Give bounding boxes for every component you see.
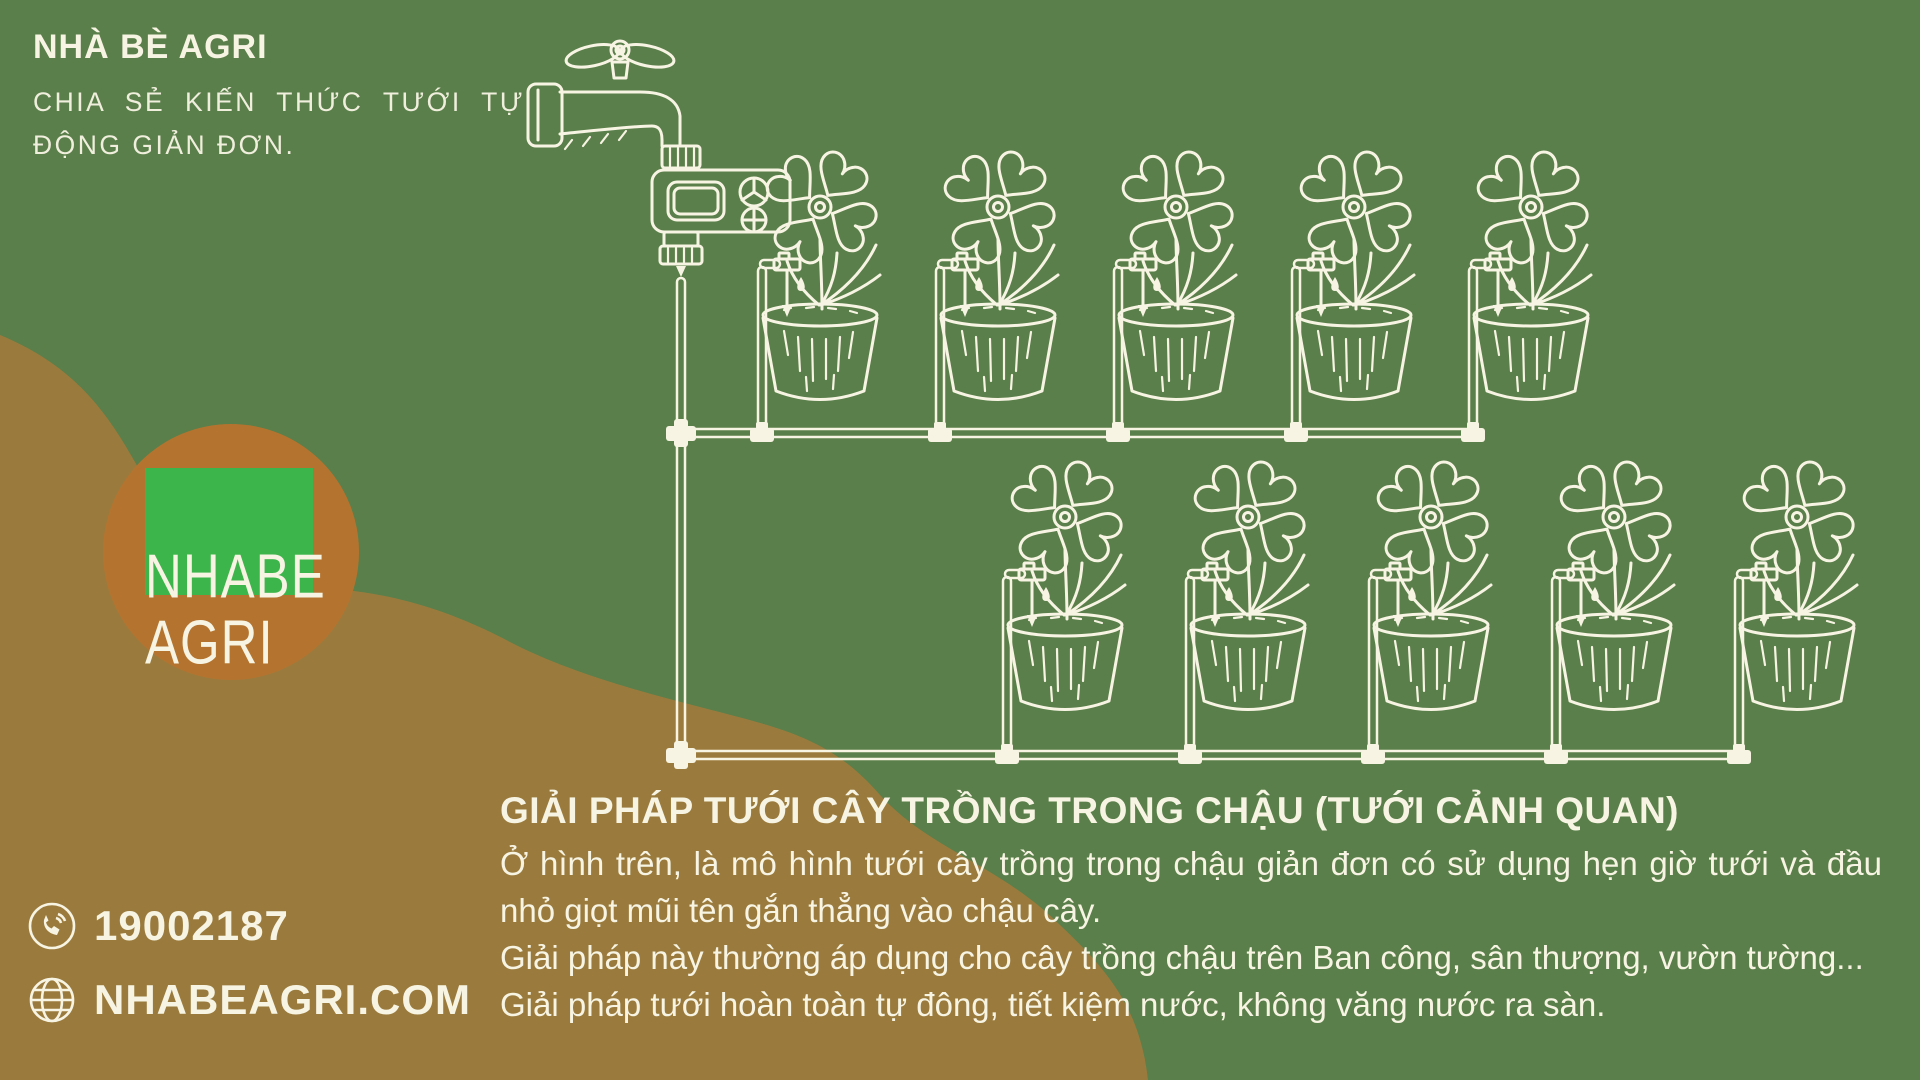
tee-fitting <box>750 428 774 442</box>
tee-fitting <box>1367 744 1379 755</box>
potted-plant <box>939 146 1060 401</box>
manifold-line <box>667 427 1479 439</box>
contact-block: 19002187 NHABEAGRI.COM <box>27 901 471 1049</box>
tee-fitting <box>1733 744 1745 755</box>
article-paragraph: Giải pháp tưới hoàn toàn tự đông, tiết k… <box>500 985 1606 1023</box>
logo-text-line1: NHABE <box>145 541 326 611</box>
tee-fitting <box>1550 744 1562 755</box>
website-row: NHABEAGRI.COM <box>27 975 471 1025</box>
junction-fitting <box>674 419 688 447</box>
tee-fitting <box>1290 422 1302 433</box>
tee-fitting <box>1544 750 1568 764</box>
logo-square <box>145 468 313 595</box>
riser-tube <box>1112 265 1124 438</box>
riser-tube <box>1550 575 1562 760</box>
brand-block: NHÀ BÈ AGRI CHIA SẺ KIẾN THỨC TƯỚI TỰ ĐỘ… <box>33 28 543 167</box>
riser-tube <box>756 265 768 438</box>
potted-plant <box>1189 456 1310 711</box>
potted-plant <box>1472 146 1593 401</box>
riser-tube <box>1733 575 1745 760</box>
potted-plant <box>1006 456 1127 711</box>
phone-row: 19002187 <box>27 901 471 951</box>
faucet-icon <box>526 39 702 170</box>
riser-bend <box>1469 258 1493 270</box>
tee-fitting <box>1467 422 1479 433</box>
tee-fitting <box>934 422 946 433</box>
logo: NHABE AGRI <box>103 424 359 680</box>
tee-fitting <box>756 422 768 433</box>
tee-fitting <box>1284 428 1308 442</box>
potted-plant <box>1117 146 1238 401</box>
tee-fitting <box>995 750 1019 764</box>
riser-tube <box>1467 265 1479 438</box>
globe-icon <box>29 977 75 1023</box>
tee-fitting <box>1106 428 1130 442</box>
faucet-handle <box>564 39 676 80</box>
potted-plant <box>1738 456 1859 711</box>
drip-network <box>666 146 1859 769</box>
phone-number: 19002187 <box>94 902 289 949</box>
riser-bend <box>1292 258 1316 270</box>
tee-fitting <box>1178 750 1202 764</box>
potted-plant <box>761 146 882 401</box>
tee-fitting <box>1361 750 1385 764</box>
brand-tagline: CHIA SẺ KIẾN THỨC TƯỚI TỰ ĐỘNG GIẢN ĐƠN. <box>33 87 525 160</box>
tee-fitting <box>1112 422 1124 433</box>
riser-bend <box>1003 568 1027 580</box>
article-block: GIẢI PHÁP TƯỚI CÂY TRỒNG TRONG CHẬU (TƯỚ… <box>500 790 1882 1028</box>
tee-fitting <box>1461 428 1485 442</box>
riser-bend <box>1114 258 1138 270</box>
article-heading: GIẢI PHÁP TƯỚI CÂY TRỒNG TRONG CHẬU (TƯỚ… <box>500 790 1679 831</box>
tee-fitting <box>1727 750 1751 764</box>
main-supply-line <box>675 276 687 431</box>
riser-bend <box>1735 568 1759 580</box>
riser-tube <box>1367 575 1379 760</box>
junction-fitting <box>674 741 688 769</box>
riser-tube <box>1290 265 1302 438</box>
brand-name: NHÀ BÈ AGRI <box>33 28 268 66</box>
tee-fitting <box>1184 744 1196 755</box>
potted-plant <box>1372 456 1493 711</box>
riser-bend <box>758 258 782 270</box>
potted-plant <box>1295 146 1416 401</box>
riser-bend <box>1369 568 1393 580</box>
riser-tube <box>1001 575 1013 760</box>
riser-tube <box>934 265 946 438</box>
potted-plant <box>1555 456 1676 711</box>
phone-icon <box>28 902 76 950</box>
background-blob <box>0 335 1148 1080</box>
article-paragraph: Ở hình trên, là mô hình tưới cây trồng t… <box>500 845 1882 929</box>
article-paragraph: Giải pháp này thường áp dụng cho cây trồ… <box>500 938 1864 976</box>
website-url: NHABEAGRI.COM <box>94 976 471 1023</box>
riser-tube <box>1184 575 1196 760</box>
riser-bend <box>936 258 960 270</box>
riser-bend <box>1186 568 1210 580</box>
tee-fitting <box>928 428 952 442</box>
article-body: Ở hình trên, là mô hình tưới cây trồng t… <box>500 841 1882 1028</box>
tee-fitting <box>1001 744 1013 755</box>
logo-text-line2: AGRI <box>145 607 274 677</box>
riser-bend <box>1552 568 1576 580</box>
